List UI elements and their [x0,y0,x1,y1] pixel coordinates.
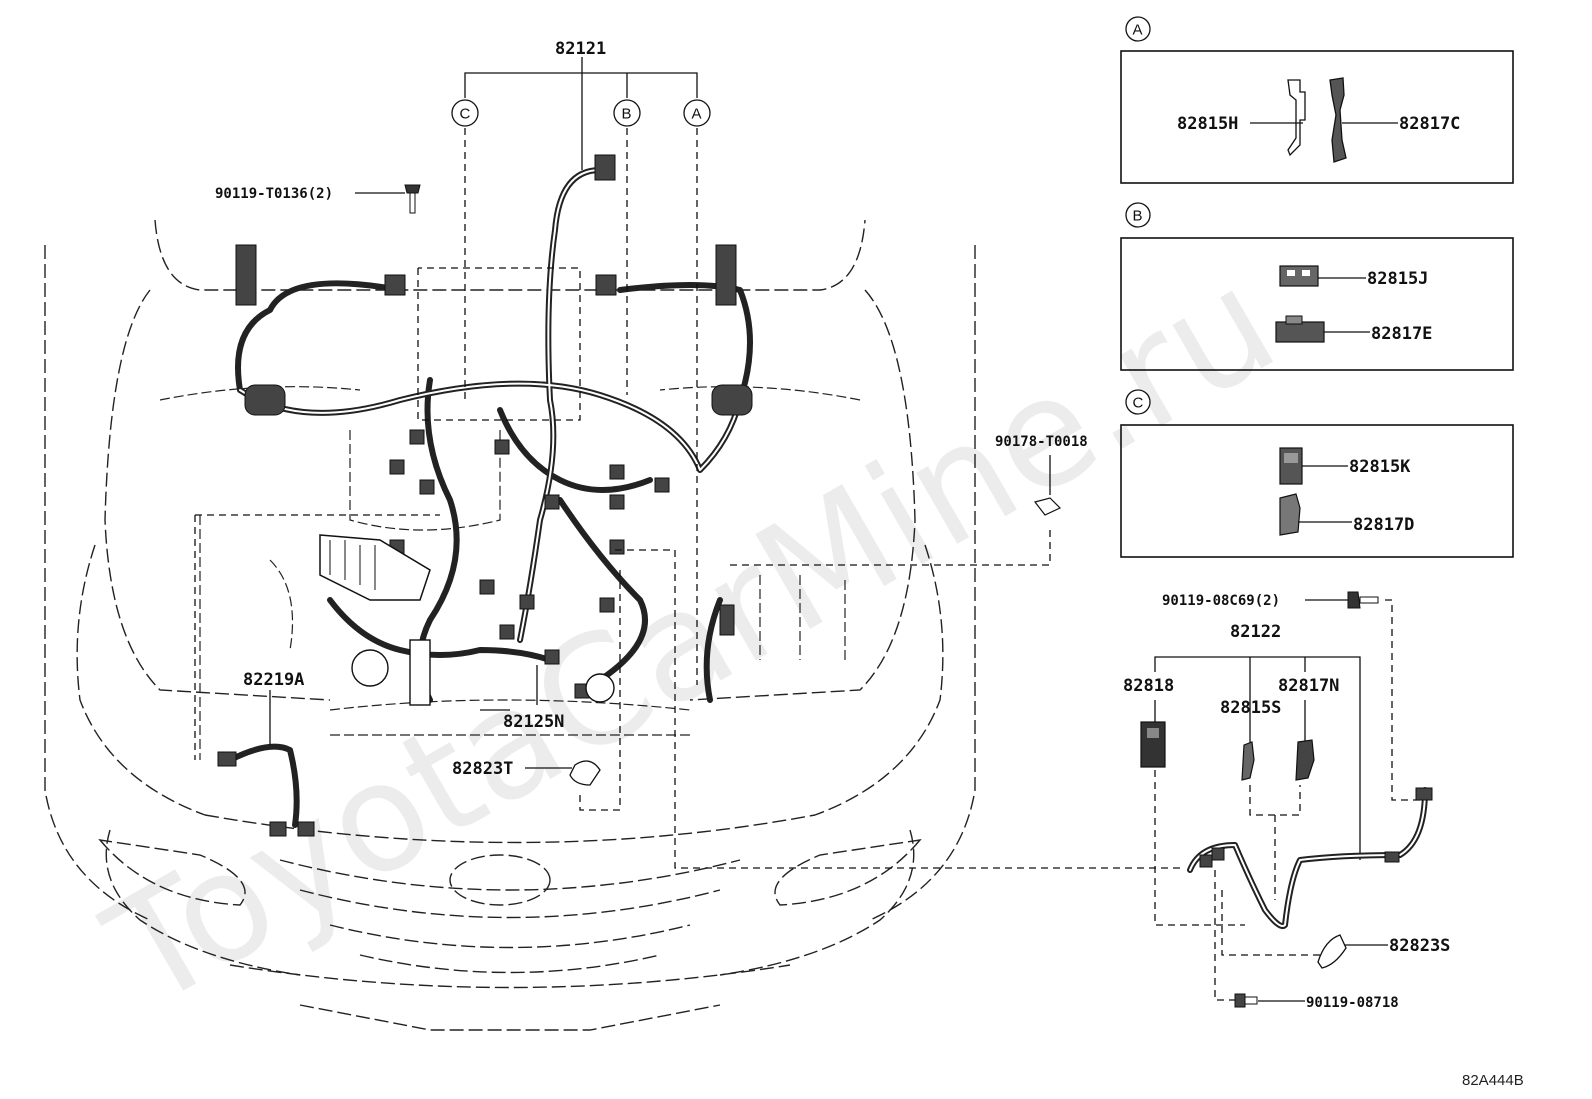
label-82125N: 82125N [503,712,564,732]
main-wire-harness [217,154,1062,837]
callout-a: A [692,106,702,123]
label-82818: 82818 [1123,676,1174,696]
detail-view-c: C 82815K 82817D [1120,389,1514,558]
label-82815K: 82815K [1349,457,1411,477]
label-82815S: 82815S [1220,698,1281,718]
label-82122: 82122 [1230,622,1281,642]
diagram-reference: 82A444B [1462,1072,1524,1089]
label-82815H: 82815H [1177,114,1238,134]
label-82817E: 82817E [1371,324,1432,344]
detail-b-letter: B [1133,208,1143,225]
label-82121: 82121 [555,39,606,59]
label-82815J: 82815J [1367,269,1428,289]
label-82817C: 82817C [1399,114,1460,134]
label-90119-08C69: 90119-08C69(2) [1162,593,1280,609]
label-82817N: 82817N [1278,676,1339,696]
label-82219A: 82219A [243,670,304,690]
sub-assembly-82122: 90119-08C69(2) 82122 82818 82815S 82817N [1123,591,1450,1011]
detail-view-b: B 82815J 82817E [1120,202,1514,371]
label-90119-08718: 90119-08718 [1306,995,1399,1011]
callout-b: B [622,106,632,123]
label-82823S: 82823S [1389,936,1450,956]
detail-view-a: A 82815H 82817C [1120,16,1514,184]
detail-a-letter: A [1133,22,1143,39]
label-90119-T0136: 90119-T0136(2) [215,186,333,202]
detail-c-letter: C [1133,395,1144,412]
label-82817D: 82817D [1353,515,1414,535]
watermark: ToyotaCarMine.ru [80,235,1303,1041]
car-body-outline [44,219,976,1031]
main-labels: 82121 C B A 90119-T0136(2) 90178-T0018 8… [215,39,1088,779]
label-82823T: 82823T [452,759,513,779]
main-leader-lines [194,57,1185,869]
callout-c: C [460,106,471,123]
label-90178-T0018: 90178-T0018 [995,434,1088,450]
